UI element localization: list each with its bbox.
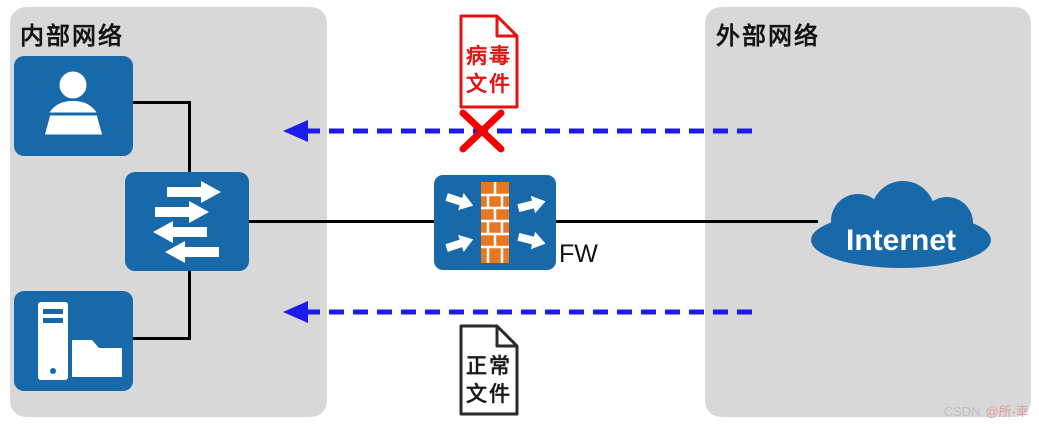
internet-cloud-icon: Internet — [806, 180, 996, 270]
virus-file-label-line1: 病毒 — [466, 45, 512, 68]
allowed-traffic-arrow — [283, 301, 759, 323]
virus-file-label-line2: 文件 — [466, 73, 512, 96]
normal-file-label: 正常 文件 — [458, 353, 520, 409]
link-server-to-switch — [131, 337, 189, 340]
watermark-brand: CSDN — [943, 404, 981, 419]
internet-label: Internet — [846, 224, 956, 257]
internal-network-label: 内部网络 — [20, 23, 124, 50]
server-storage-icon — [14, 291, 133, 391]
link-user-to-switch — [131, 101, 189, 104]
normal-file-label-line1: 正常 — [466, 355, 512, 378]
watermark-user: @所-幸 — [985, 404, 1029, 419]
firewall-label: FW — [559, 240, 598, 268]
blocked-x-icon — [459, 109, 505, 153]
watermark: CSDN @所-幸 — [944, 401, 1029, 420]
virus-file-icon: 病毒 文件 — [458, 13, 520, 110]
switch-icon — [125, 172, 249, 271]
virus-file-label: 病毒 文件 — [458, 43, 520, 99]
user-workstation-icon — [14, 56, 133, 156]
firewall-icon — [434, 175, 556, 270]
external-network-label: 外部网络 — [716, 23, 820, 50]
normal-file-label-line2: 文件 — [466, 383, 512, 406]
normal-file-icon: 正常 文件 — [458, 323, 520, 417]
blocked-traffic-arrow — [283, 120, 759, 142]
